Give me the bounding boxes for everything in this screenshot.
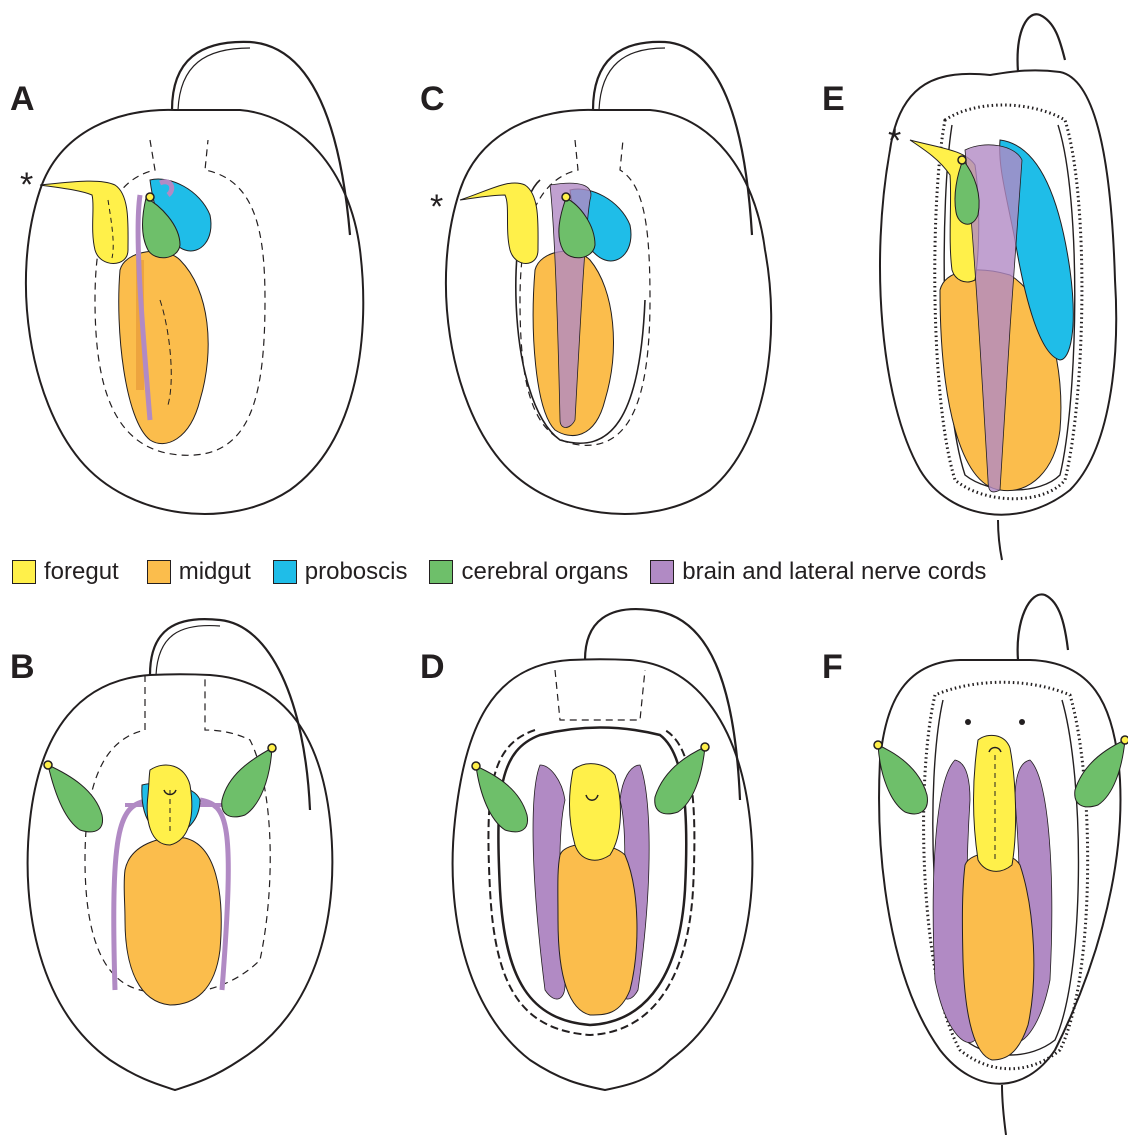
legend-label: foregut bbox=[44, 558, 119, 586]
legend-item-cerebral-organs: cerebral organs bbox=[429, 558, 628, 586]
panel-f: F bbox=[760, 580, 1128, 1135]
legend-label: cerebral organs bbox=[461, 558, 628, 586]
asterisk-marker: * bbox=[430, 190, 443, 224]
panel-f-drawing bbox=[760, 580, 1128, 1135]
legend-item-foregut: foregut bbox=[12, 558, 119, 586]
foregut-shape bbox=[40, 181, 128, 263]
cerebral-organs-swatch bbox=[429, 560, 453, 584]
asterisk-marker: * bbox=[20, 168, 33, 202]
apical-tuft bbox=[1018, 14, 1065, 72]
panel-f-label: F bbox=[822, 650, 843, 684]
legend-label: midgut bbox=[179, 558, 251, 586]
cerebral-organ-right bbox=[1075, 740, 1125, 807]
cerebral-organ-left bbox=[878, 745, 927, 814]
asterisk-marker: * bbox=[888, 124, 901, 158]
proboscis-swatch bbox=[273, 560, 297, 584]
midgut-shape bbox=[119, 251, 208, 443]
panel-b-label: B bbox=[10, 650, 35, 684]
cerebral-organ-left bbox=[476, 766, 528, 832]
midgut-shape bbox=[962, 853, 1033, 1060]
panel-d: D bbox=[380, 590, 760, 1135]
panel-e: E * bbox=[760, 0, 1128, 560]
foregut-shape bbox=[460, 183, 538, 264]
legend-item-midgut: midgut bbox=[147, 558, 251, 586]
panel-b-drawing bbox=[0, 590, 380, 1135]
nerve-swatch bbox=[650, 560, 674, 584]
apical-tuft bbox=[1018, 594, 1068, 660]
panel-a-label: A bbox=[10, 82, 35, 116]
legend-label: proboscis bbox=[305, 558, 408, 586]
panel-e-label: E bbox=[822, 82, 845, 116]
cerebral-organ-right bbox=[655, 747, 705, 814]
cerebral-organ-left bbox=[48, 765, 103, 832]
panel-c: C * bbox=[380, 0, 760, 540]
panel-c-label: C bbox=[420, 82, 445, 116]
midgut-shape bbox=[558, 844, 637, 1015]
panel-a-drawing bbox=[0, 0, 380, 540]
panel-b: B bbox=[0, 590, 380, 1135]
legend-item-proboscis: proboscis bbox=[273, 558, 408, 586]
midgut-shape bbox=[124, 837, 221, 1005]
foregut-shape bbox=[147, 765, 192, 845]
cerebral-organ-right bbox=[222, 748, 272, 817]
panel-e-drawing bbox=[760, 0, 1128, 560]
foregut-shape bbox=[569, 764, 620, 861]
posterior-tail bbox=[998, 520, 1002, 560]
midgut-swatch bbox=[147, 560, 171, 584]
posterior-tail bbox=[1002, 1085, 1006, 1135]
foregut-swatch bbox=[12, 560, 36, 584]
panel-a: A * bbox=[0, 0, 380, 540]
panel-d-label: D bbox=[420, 650, 445, 684]
